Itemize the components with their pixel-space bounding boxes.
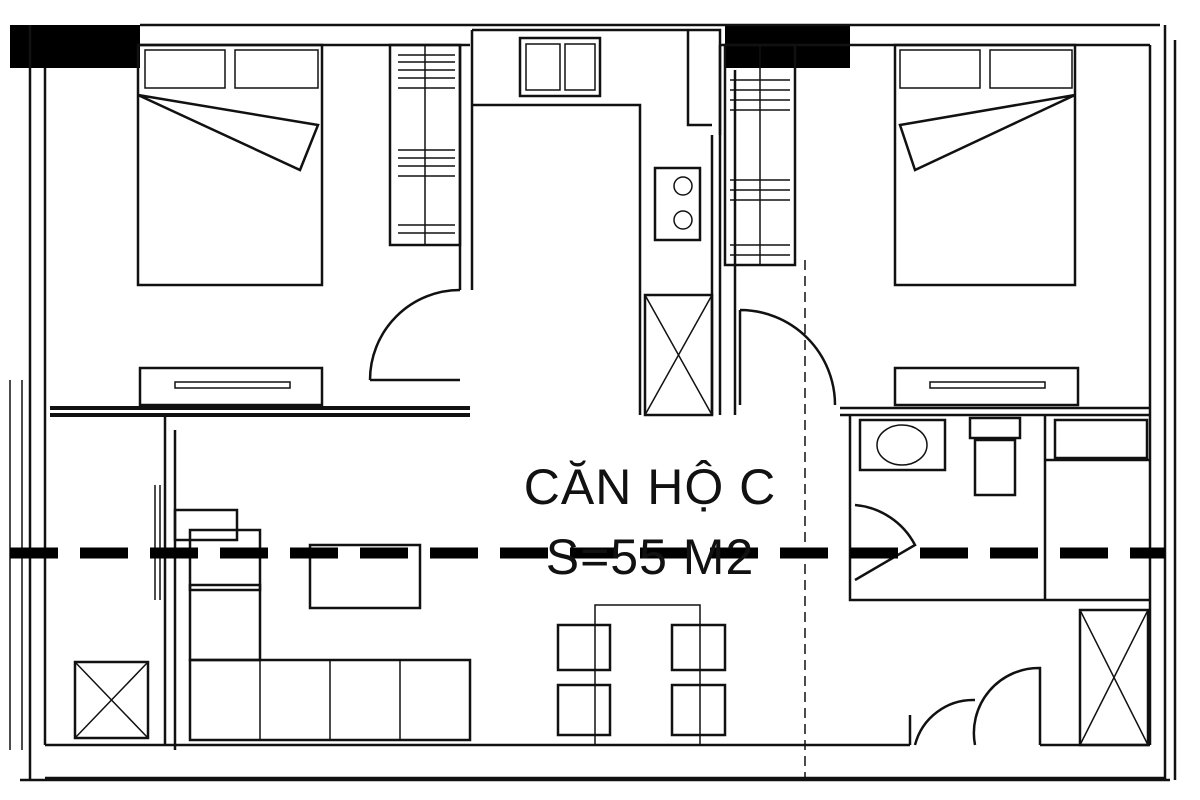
column-left [10,25,140,68]
outer-walls [9,23,1177,782]
kitchen [472,28,722,417]
apartment-area: S=55 M2 [545,529,755,585]
living-room [73,415,1150,750]
bedroom-right [718,43,1150,780]
column-middle [725,25,850,68]
bedroom-left [50,30,474,417]
apartment-title: CĂN HỘ C [523,459,777,515]
bathroom [848,415,1150,602]
